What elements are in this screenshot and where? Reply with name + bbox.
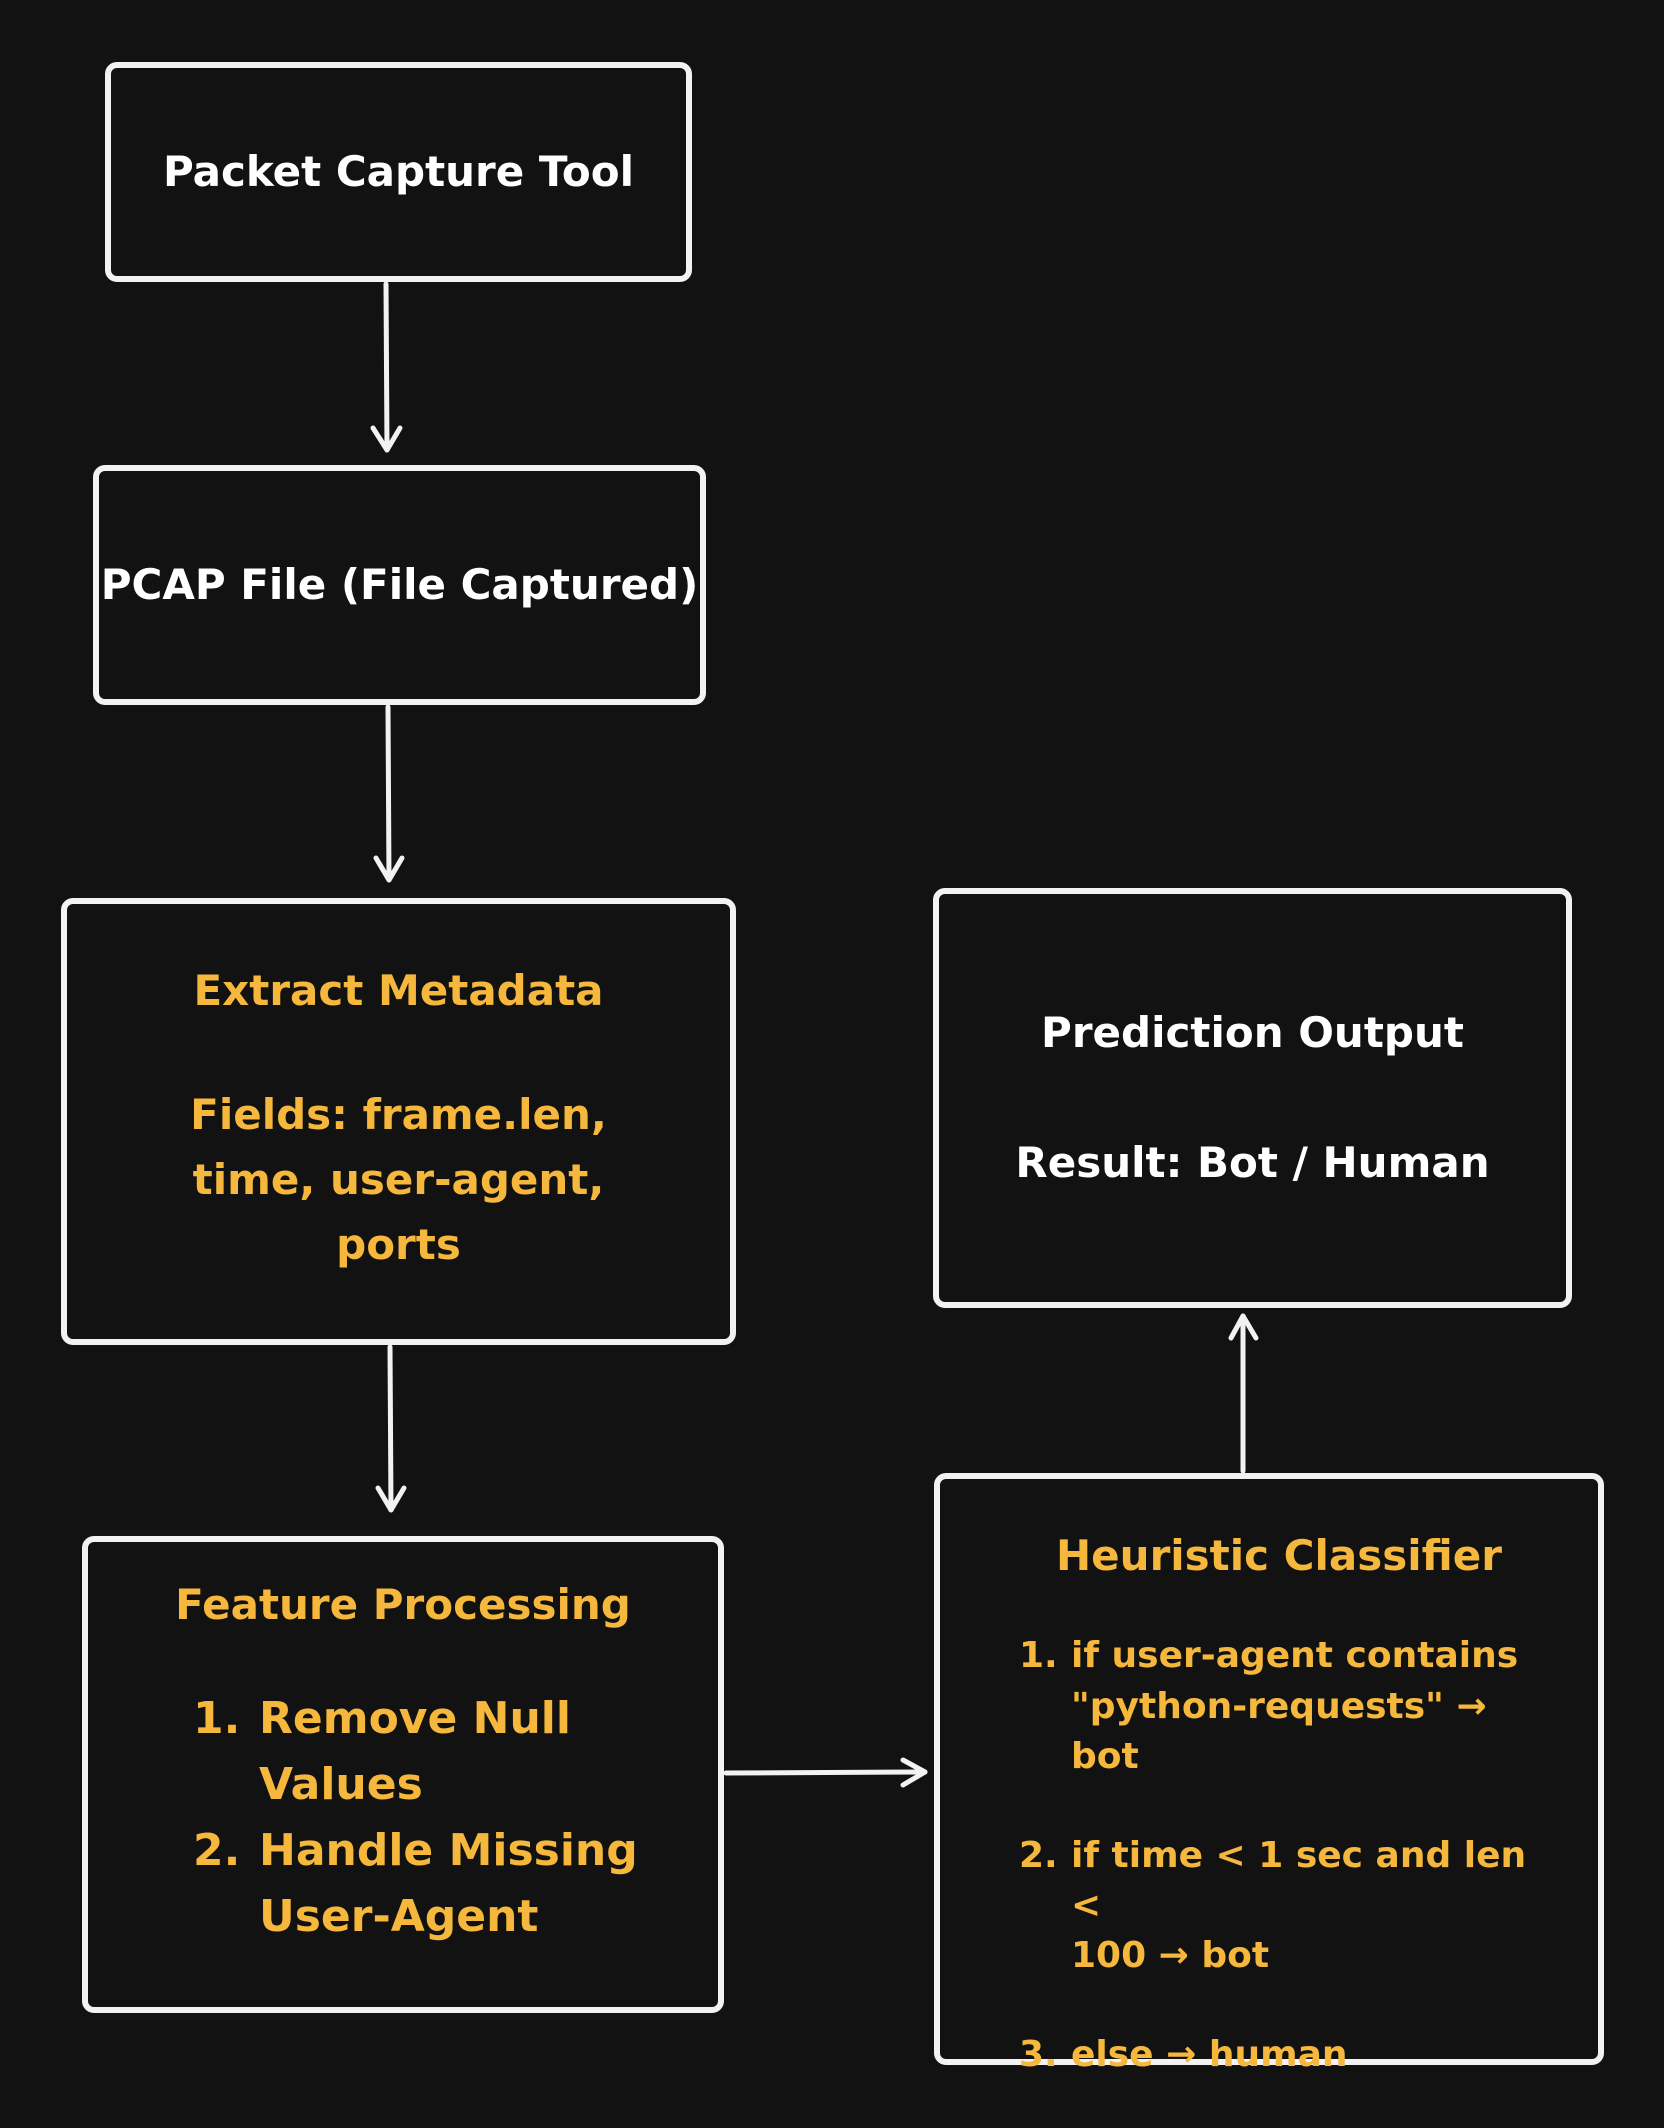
heuristic-classifier-node: Heuristic Classifier 1. if user-agent co…	[934, 1473, 1604, 2075]
prediction-result-text: Result: Bot / Human	[1015, 1138, 1490, 1187]
list-item-number: 2.	[193, 1825, 241, 1877]
fields-line-2: time, user-agent,	[192, 1155, 605, 1205]
packet-capture-node: Packet Capture Tool	[105, 62, 692, 282]
pcap-file-node: PCAP File (File Captured)	[93, 465, 706, 705]
list-item-number: 1.	[193, 1693, 241, 1745]
arrow-capture-to-pcap	[370, 281, 403, 453]
feature-processing-list: 1. Remove Null Values 2. Handle Missing …	[193, 1686, 663, 1950]
extract-metadata-fields: Fields: frame.len, time, user-agent, por…	[190, 1082, 607, 1277]
list-item-line: if time < 1 sec and len <	[1071, 1834, 1527, 1926]
list-item-number: 1.	[1019, 1635, 1058, 1677]
extract-metadata-node: Extract Metadata Fields: frame.len, time…	[61, 898, 736, 1345]
list-item-number: 2.	[1019, 1834, 1058, 1876]
fields-line-1: Fields: frame.len,	[190, 1090, 607, 1140]
list-item-line: Values	[259, 1759, 423, 1811]
list-item-line: else → human	[1071, 2033, 1348, 2075]
list-item-text: Remove Null Values	[259, 1686, 663, 1818]
heuristic-rules-list: 1. if user-agent contains "python-reques…	[1019, 1631, 1559, 2128]
list-item-line: if user-agent contains	[1071, 1635, 1519, 1677]
feature-processing-node: Feature Processing 1. Remove Null Values…	[82, 1536, 724, 2013]
arrow-heuristic-to-prediction	[1228, 1313, 1259, 1474]
feature-processing-title: Feature Processing	[175, 1580, 631, 1629]
list-item-line: Remove Null	[259, 1693, 571, 1745]
prediction-output-node: Prediction Output Result: Bot / Human	[933, 888, 1572, 1308]
heuristic-classifier-title: Heuristic Classifier	[1056, 1531, 1502, 1580]
arrow-feature-to-heuristic	[723, 1757, 928, 1788]
list-item-line: Handle Missing	[259, 1825, 638, 1877]
list-item-text: if time < 1 sec and len < 100 → bot	[1071, 1831, 1559, 1982]
prediction-output-title: Prediction Output	[1041, 1007, 1464, 1057]
extract-metadata-title: Extract Metadata	[193, 965, 604, 1015]
list-item-line: "python-requests" → bot	[1071, 1685, 1487, 1778]
list-item: 3. else → human	[1019, 2030, 1559, 2080]
packet-capture-title: Packet Capture Tool	[162, 146, 635, 196]
list-item: 1. Remove Null Values	[193, 1686, 663, 1818]
list-item-line: 100 → bot	[1071, 1935, 1270, 1977]
list-item: 1. if user-agent contains "python-reques…	[1019, 1631, 1559, 1782]
list-item-text: Handle Missing User-Agent	[259, 1818, 663, 1950]
list-item-number: 3.	[1019, 2033, 1058, 2075]
arrow-extract-to-feature	[375, 1344, 407, 1513]
list-item-line: User-Agent	[259, 1891, 539, 1943]
fields-line-3: ports	[336, 1220, 461, 1270]
pcap-file-title: PCAP File (File Captured)	[100, 559, 699, 609]
list-item-text: if user-agent contains "python-requests"…	[1071, 1631, 1559, 1782]
arrow-pcap-to-extract	[373, 704, 405, 883]
list-item: 2. if time < 1 sec and len < 100 → bot	[1019, 1831, 1559, 1982]
list-item: 2. Handle Missing User-Agent	[193, 1818, 663, 1950]
list-item-text: else → human	[1071, 2030, 1559, 2080]
